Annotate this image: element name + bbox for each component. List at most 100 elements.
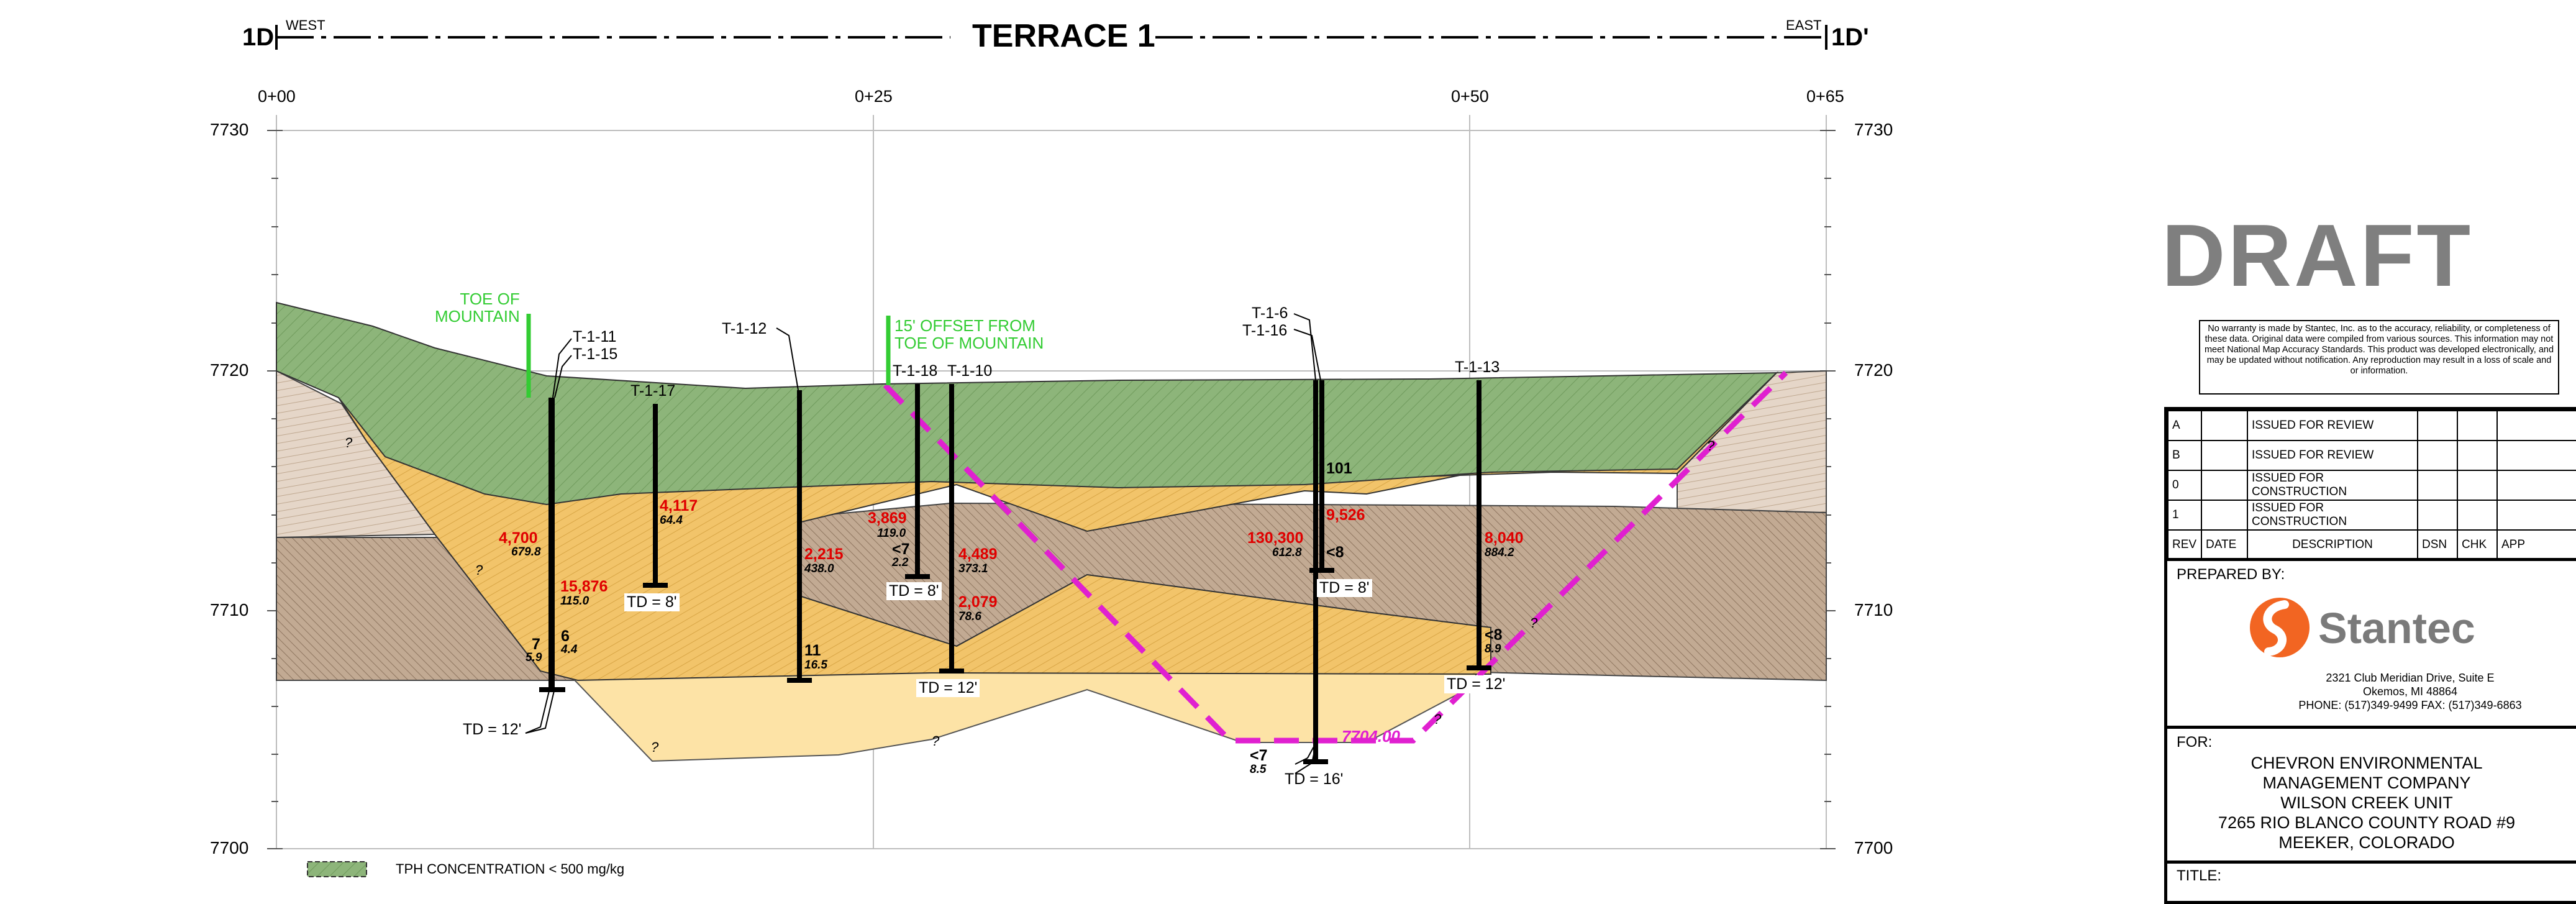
boring-label: T-1-6	[1252, 304, 1288, 322]
section-line	[275, 25, 1827, 50]
conc-value: 119.0	[877, 527, 906, 540]
total-depth-label: TD = 12'	[1444, 675, 1508, 693]
uncertain-marker: ?	[1530, 615, 1538, 631]
boring-label: T-1-12	[722, 320, 767, 337]
uncertain-marker: ?	[1434, 711, 1442, 727]
conc-value: <8	[1326, 544, 1344, 561]
revision-row: 1 ISSUED FOR CONSTRUCTION	[2167, 500, 2576, 531]
elevation-label: 7700	[210, 838, 249, 857]
conc-value: 4.4	[561, 643, 578, 656]
conc-value: 373.1	[958, 562, 988, 575]
direction-west: WEST	[286, 17, 325, 33]
elevation-label: 7720	[1854, 360, 1893, 380]
conc-value: 679.8	[511, 546, 541, 559]
conc-value: 612.8	[1272, 546, 1302, 559]
uncertain-marker: ?	[1707, 438, 1715, 454]
station-label: 0+25	[855, 87, 893, 106]
contour-elevation-label: 7704.00	[1342, 727, 1400, 746]
conc-value: 6	[561, 628, 570, 645]
legend-swatch-green	[307, 861, 367, 877]
conc-value: <7	[892, 541, 910, 558]
borings	[539, 380, 1491, 764]
stantec-logo-icon: Stantec	[2250, 598, 2475, 657]
section-tag-left: 1D	[242, 24, 275, 51]
elevation-label: 7720	[210, 360, 249, 380]
leader-lines	[525, 313, 1321, 774]
conc-value: <8	[1485, 626, 1503, 644]
conc-value: 7	[532, 636, 540, 653]
uncertain-marker: ?	[932, 733, 940, 749]
cross-section-drawing	[267, 25, 1836, 877]
elevation-label: 7730	[210, 120, 249, 139]
for-section: FOR:	[2164, 726, 2576, 865]
boring-label: T-1-15	[573, 345, 618, 363]
revision-table: A ISSUED FOR REVIEW B ISSUED FOR REVIEW …	[2167, 410, 2576, 560]
uncertain-marker: ?	[475, 562, 483, 578]
conc-value: 4,700	[499, 529, 538, 547]
conc-value: 884.2	[1485, 546, 1514, 559]
address-block: 2321 Club Meridian Drive, Suite E Okemos…	[2298, 672, 2522, 711]
boring-label: T-1-11	[573, 328, 617, 345]
elevation-label: 7730	[1854, 120, 1893, 139]
elevation-label: 7710	[210, 600, 249, 619]
green-layer	[276, 301, 1778, 506]
conc-value: 8.9	[1485, 642, 1501, 655]
stantec-logo: Stantec	[2249, 593, 2497, 668]
total-depth-label: TD = 16'	[1285, 770, 1344, 788]
conc-value: 64.4	[660, 514, 683, 527]
excavation-limit-line	[883, 370, 1788, 744]
revision-row: B ISSUED FOR REVIEW	[2167, 440, 2576, 471]
total-depth-label: TD = 8'	[1317, 579, 1372, 597]
revision-row: A ISSUED FOR REVIEW	[2167, 410, 2576, 441]
section-title: TERRACE 1	[972, 18, 1155, 54]
conc-value: 2,215	[804, 546, 844, 563]
conc-value: 78.6	[958, 610, 981, 623]
boring-label: T-1-16	[1242, 322, 1288, 339]
revision-header: REV DATE DESCRIPTION DSN CHK APP	[2167, 529, 2576, 560]
conc-value: 2.2	[892, 556, 909, 569]
for-label: FOR:	[2177, 734, 2213, 751]
logo-text: Stantec	[2318, 604, 2475, 652]
client-block: CHEVRON ENVIRONMENTAL MANAGEMENT COMPANY…	[2218, 754, 2516, 852]
conc-value: 4,117	[660, 497, 698, 514]
conc-value: 16.5	[804, 659, 827, 672]
boring-label: T-1-13	[1455, 358, 1500, 376]
boring-label: T-1-10	[947, 362, 993, 380]
elevation-label: 7700	[1854, 838, 1893, 857]
conc-value: 4,489	[958, 546, 998, 563]
conc-value: 3,869	[868, 509, 907, 527]
prepared-by-section: PREPARED BY:	[2164, 558, 2576, 729]
station-label: 0+50	[1451, 87, 1489, 106]
total-depth-label: TD = 8'	[624, 593, 680, 611]
conc-value: 2,079	[958, 593, 998, 611]
offset-label: 15' OFFSET FROM TOE OF MOUNTAIN	[894, 316, 1044, 352]
prepared-by-label: PREPARED BY:	[2177, 566, 2285, 583]
conc-value: 15,876	[560, 578, 608, 595]
section-tag-right: 1D'	[1831, 24, 1869, 51]
direction-east: EAST	[1786, 17, 1822, 33]
boring-label: T-1-18	[893, 362, 938, 380]
boring-label: T-1-17	[630, 382, 676, 399]
conc-value: 101	[1326, 460, 1352, 477]
uncertain-marker: ?	[345, 435, 353, 450]
draft-stamp: DRAFT	[2162, 206, 2474, 305]
elevation-label: 7710	[1854, 600, 1893, 619]
conc-value: 5.9	[526, 651, 542, 664]
conc-value: 438.0	[804, 562, 834, 575]
conc-value: 8.5	[1250, 763, 1267, 776]
conc-value: 130,300	[1247, 529, 1304, 547]
toe-of-mountain-label: TOE OF MOUNTAIN	[435, 290, 520, 326]
conc-value: 11	[804, 642, 821, 659]
conc-value: 8,040	[1485, 529, 1524, 547]
conc-value: 115.0	[560, 595, 589, 608]
uncertain-marker: ?	[651, 739, 659, 755]
station-label: 0+65	[1806, 87, 1844, 106]
total-depth-label: TD = 12'	[463, 721, 522, 738]
conc-value: 9,526	[1326, 506, 1365, 524]
title-section: TITLE:	[2164, 861, 2576, 895]
station-label: 0+00	[258, 87, 296, 106]
total-depth-label: TD = 8'	[886, 582, 942, 600]
total-depth-label: TD = 12'	[916, 679, 980, 697]
revision-row: 0 ISSUED FOR CONSTRUCTION	[2167, 470, 2576, 501]
disclaimer-box: No warranty is made by Stantec, Inc. as …	[2199, 320, 2559, 395]
